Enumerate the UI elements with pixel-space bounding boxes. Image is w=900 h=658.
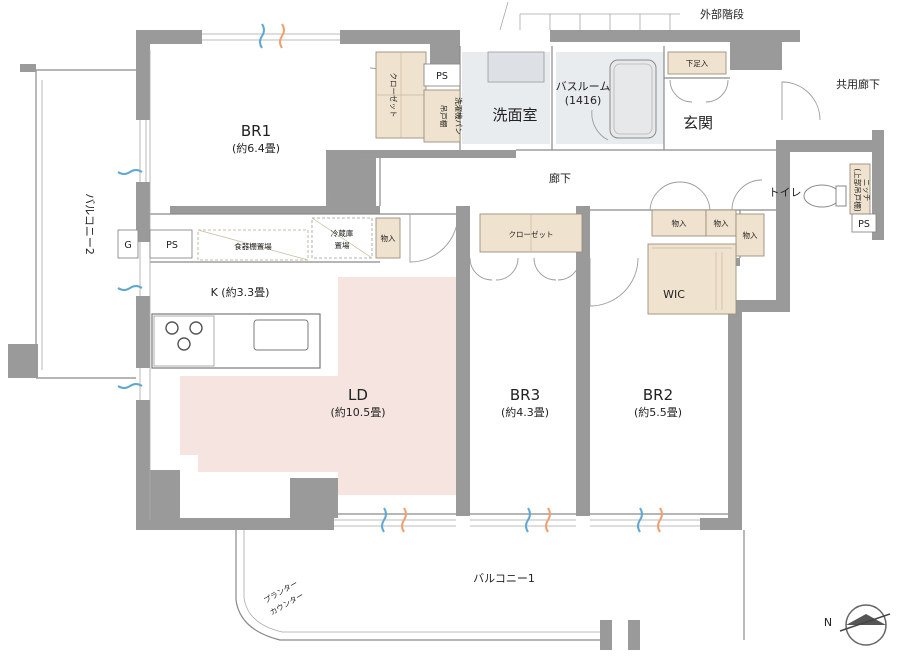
common-corridor-label: 共用廊下 xyxy=(836,77,880,91)
gas-meter-label: G xyxy=(124,240,131,251)
br1-size: (約6.4畳) xyxy=(232,141,280,155)
ld-floor xyxy=(180,277,458,495)
kitchen-counter xyxy=(151,313,321,369)
ext-stairs-label: 外部階段 xyxy=(700,7,744,21)
balcony2-label: バルコニー2 xyxy=(83,193,96,255)
closet-br3-label: クローゼット xyxy=(509,229,554,239)
shafts: PS PS G PS xyxy=(117,63,877,259)
storage-label-2: 物入 xyxy=(714,218,729,228)
entrance-name: 玄関 xyxy=(683,114,713,132)
balcony-1 xyxy=(235,530,745,650)
kitchen-name: K (約3.3畳) xyxy=(211,285,270,299)
br1-name: BR1 xyxy=(241,122,271,140)
storage-label-1: 物入 xyxy=(672,218,687,228)
br2-name: BR2 xyxy=(643,386,673,404)
ps-label-1: PS xyxy=(436,71,448,82)
ps-label-2: PS xyxy=(166,240,178,251)
balcony1-label: バルコニー1 xyxy=(473,572,535,585)
storage-labels: クローゼット クローゼット 洗濯機パン 吊戸棚 下足入 物入 物入 物入 物入 … xyxy=(234,59,871,251)
hallway-name: 廊下 xyxy=(549,171,571,185)
niche-sub-label: (上部吊戸棚) xyxy=(853,168,863,211)
windows xyxy=(139,33,700,527)
balcony-2 xyxy=(8,64,136,379)
br2-size: (約5.5畳) xyxy=(634,405,682,419)
toilet-name: トイレ xyxy=(769,186,802,199)
wic-name: WIC xyxy=(663,288,685,301)
bathroom-size: (1416) xyxy=(565,94,602,107)
dish-shelf-label: 食器棚置場 xyxy=(234,241,272,251)
shoe-storage-label: 下足入 xyxy=(686,59,709,68)
closet-br1-label: クローゼット xyxy=(389,73,399,118)
ps-label-3: PS xyxy=(858,219,870,230)
hanging-cabinet-label: 吊戸棚 xyxy=(439,105,449,128)
washer-pan-label: 洗濯機パン xyxy=(454,97,464,135)
niche-label: ニッチ xyxy=(862,179,871,202)
walls xyxy=(136,30,884,530)
br3-name: BR3 xyxy=(510,386,540,404)
compass-letter: N xyxy=(824,616,832,629)
bathroom-name: バスルーム xyxy=(556,80,611,93)
room-labels: BR1 (約6.4畳) BR3 (約4.3畳) BR2 (約5.5畳) LD (… xyxy=(211,80,802,419)
br3-size: (約4.3畳) xyxy=(501,405,549,419)
ld-name: LD xyxy=(348,386,368,404)
ld-size: (約10.5畳) xyxy=(330,405,385,419)
fixtures xyxy=(487,51,847,208)
storage-label-3: 物入 xyxy=(743,230,758,240)
compass: N xyxy=(824,604,891,646)
vent-marks xyxy=(117,23,663,533)
washroom-name: 洗面室 xyxy=(492,106,537,124)
storage-units xyxy=(197,51,871,315)
fridge-label-2: 置場 xyxy=(335,240,350,250)
fridge-label-1: 冷蔵庫 xyxy=(331,228,354,238)
doors xyxy=(327,67,821,307)
interior-lines xyxy=(149,46,776,520)
external-stairs xyxy=(499,1,680,31)
storage-label-4: 物入 xyxy=(381,233,396,243)
